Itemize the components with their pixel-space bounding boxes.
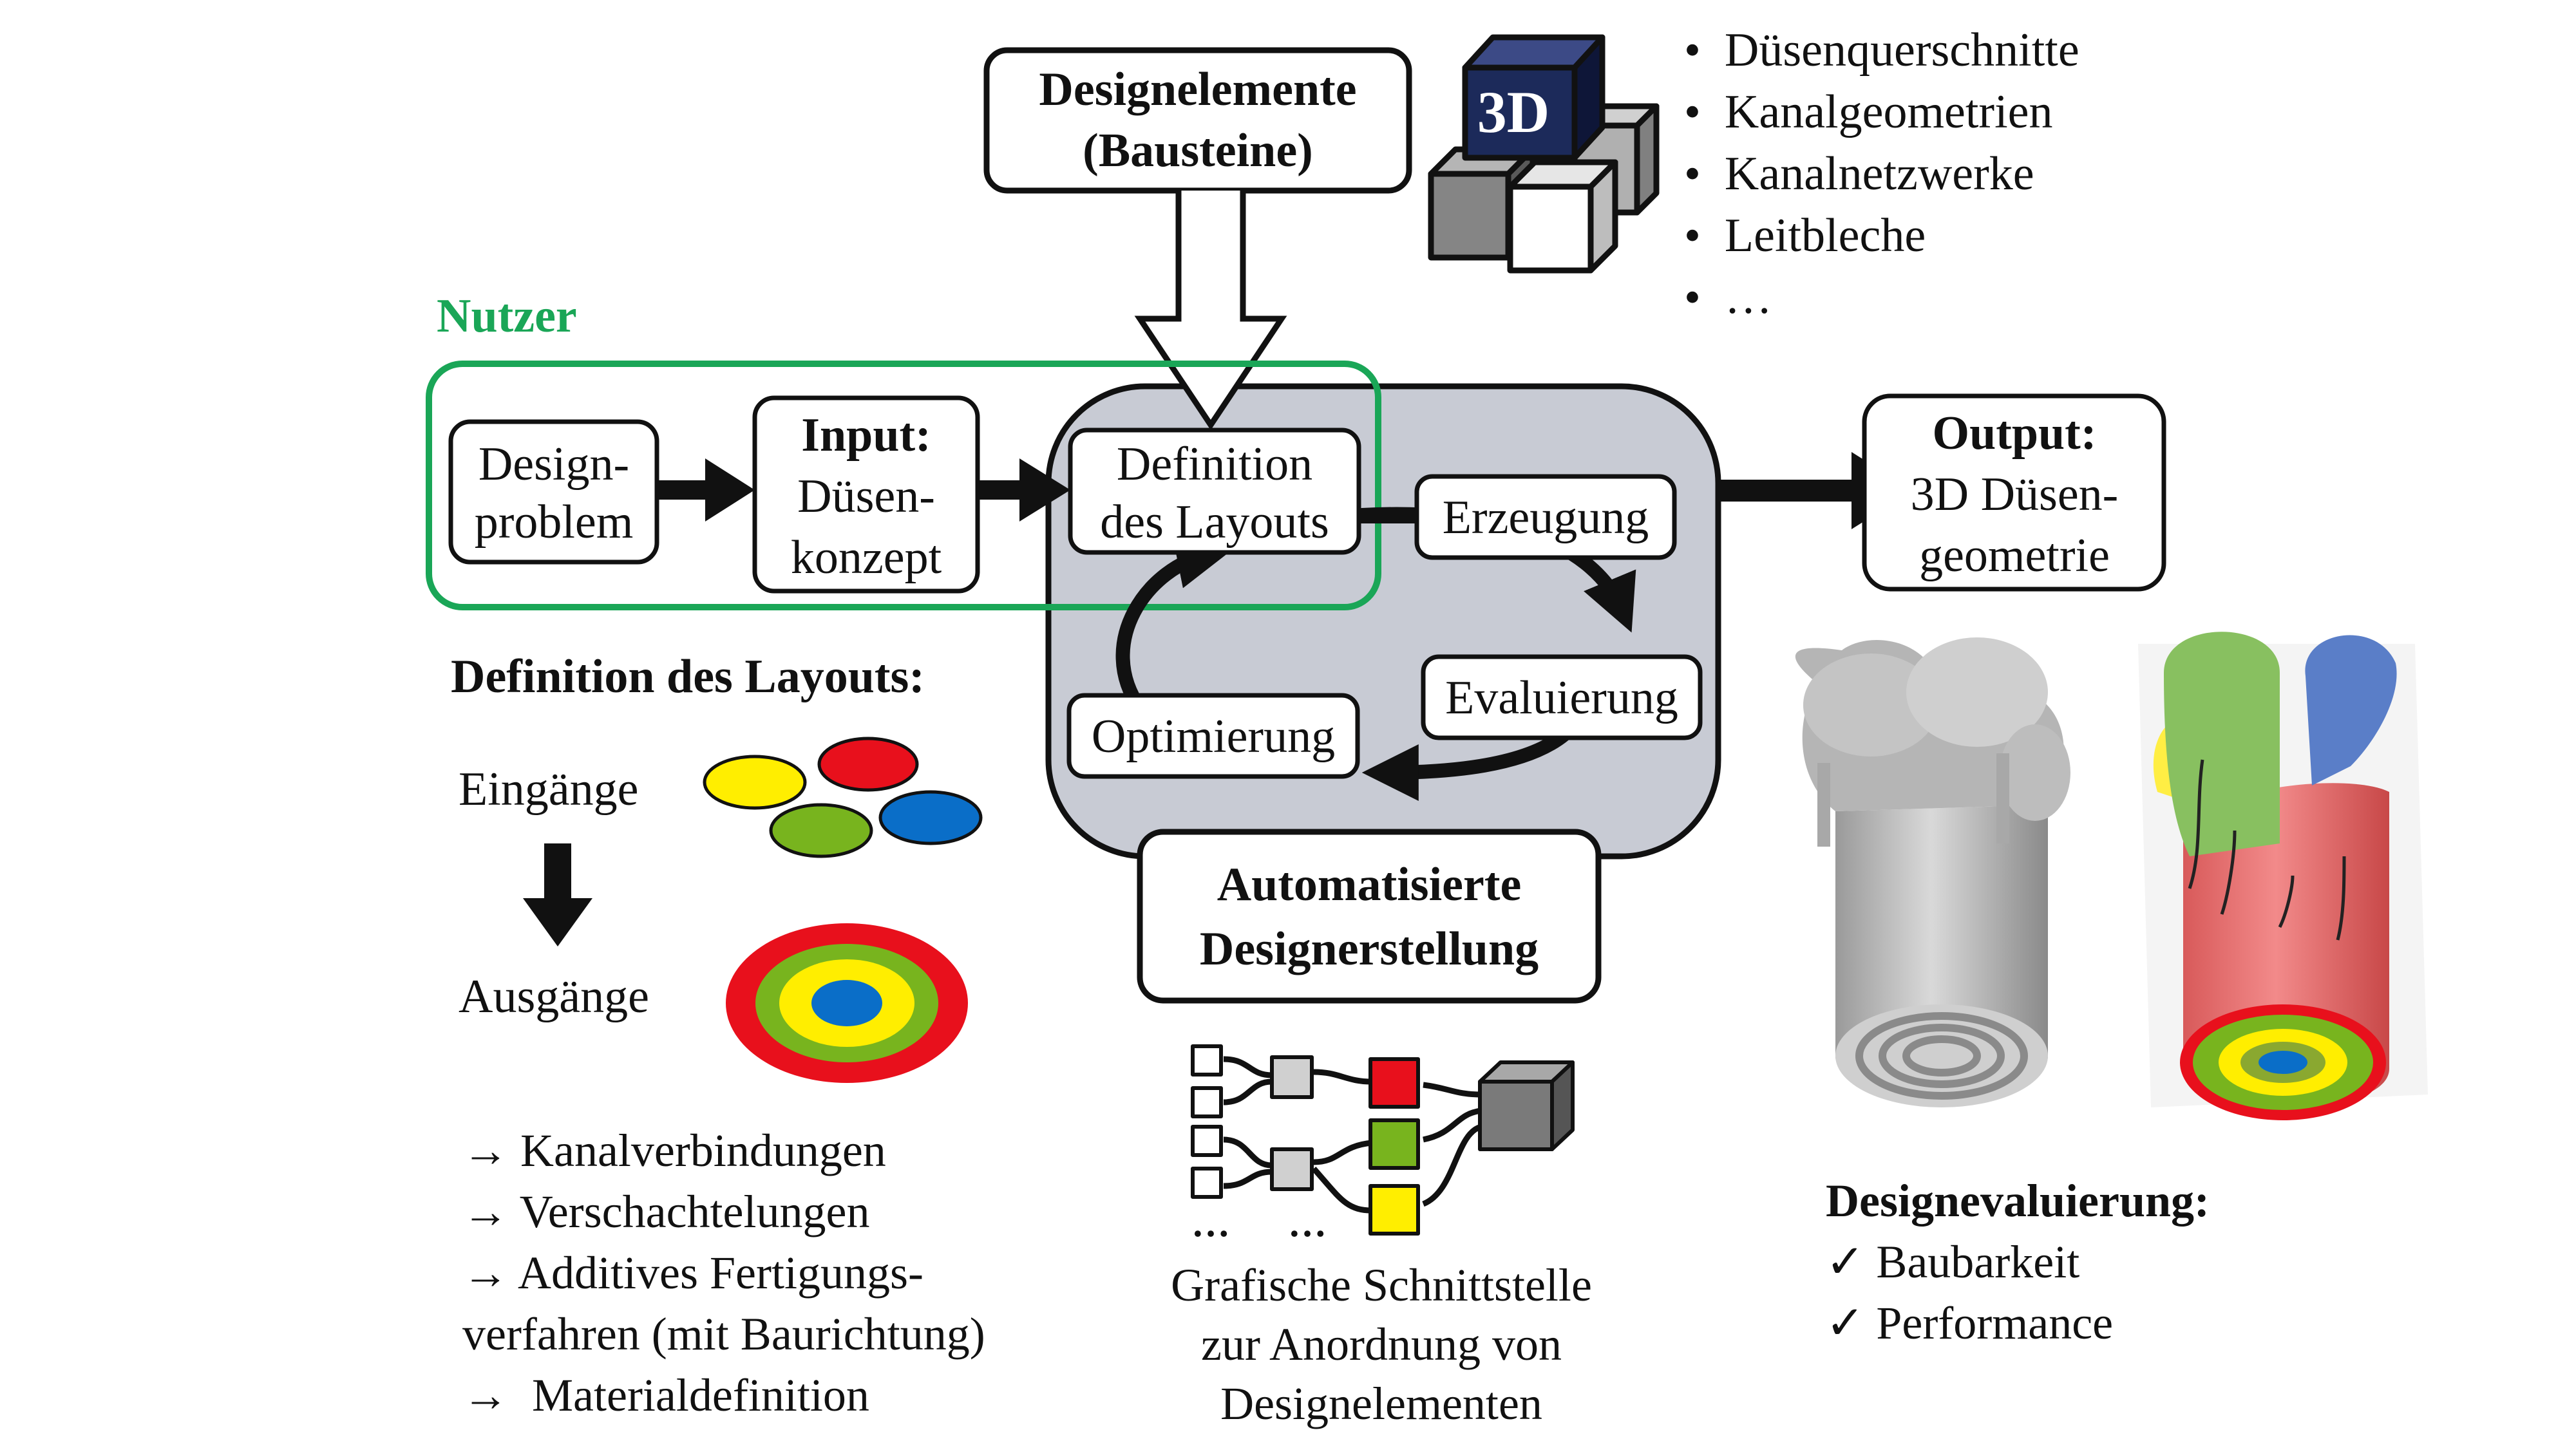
gui-network-icon xyxy=(1191,1044,1575,1236)
arrow-input-definition-head xyxy=(1019,458,1070,522)
gui-ellipsis-2: … xyxy=(1288,1202,1327,1245)
input-title: Input: xyxy=(801,409,931,462)
gui-ellipsis-1: … xyxy=(1191,1202,1230,1245)
design-elements-title: Designelemente xyxy=(1039,63,1356,116)
outputs-label: Ausgänge xyxy=(459,970,649,1023)
output-line1: 3D Düsen- xyxy=(1911,468,2119,521)
inputs-label: Eingänge xyxy=(459,763,638,816)
list-item: • Düsenquerschnitte xyxy=(1684,24,2079,77)
design-evaluation-title: Designevaluierung: xyxy=(1826,1175,2210,1227)
gui-caption-line2: zur Anordnung von xyxy=(1201,1319,1562,1370)
layout-definition-title: Definition des Layouts: xyxy=(451,650,925,703)
list-item: • Kanalnetzwerke xyxy=(1684,147,2034,200)
layout-features-list: → Kanalverbindungen → Verschachtelungen … xyxy=(462,1120,985,1426)
user-label: Nutzer xyxy=(437,290,577,343)
down-arrow-icon xyxy=(523,843,592,946)
grey-nozzle-render xyxy=(1795,637,2070,1107)
input-line1: Düsen- xyxy=(797,470,935,523)
list-item: • Kanalgeometrien xyxy=(1684,86,2053,138)
design-evaluation: Designevaluierung: ✓ Baubarkeit ✓ Perfor… xyxy=(1826,1171,2210,1354)
definition-layout-box xyxy=(1068,428,1361,555)
output-line2: geometrie xyxy=(1919,529,2110,582)
output-title: Output: xyxy=(1933,407,2097,460)
output-box xyxy=(1862,393,2166,592)
outputs-rings xyxy=(726,923,968,1083)
evaluation-box xyxy=(1421,654,1703,740)
design-problem-line1: Design- xyxy=(478,438,629,491)
list-item: • Leitbleche xyxy=(1684,209,1926,262)
design-problem-line2: problem xyxy=(475,496,634,549)
automated-line2: Designerstellung xyxy=(1200,923,1539,975)
automated-design-box xyxy=(1137,829,1602,1004)
list-item: • … xyxy=(1684,271,1772,324)
check-icon: ✓ xyxy=(1826,1236,1865,1288)
list-item: ✓ Performance xyxy=(1826,1297,2114,1349)
list-item: → Additives Fertigungs- xyxy=(462,1247,923,1299)
arrow-input-definition-shaft xyxy=(978,480,1023,500)
list-item: → Kanalverbindungen xyxy=(462,1125,886,1176)
3d-cube-label: 3D xyxy=(1477,79,1549,145)
generation-box xyxy=(1414,474,1677,560)
gui-caption-line1: Grafische Schnittstelle xyxy=(1171,1259,1592,1311)
list-item: ✓ Baubarkeit xyxy=(1826,1236,2080,1288)
check-icon: ✓ xyxy=(1826,1297,1865,1349)
generation-label: Erzeugung xyxy=(1443,491,1649,544)
arrow-output-shaft xyxy=(1718,480,1860,502)
user-box xyxy=(426,361,1381,610)
evaluation-label: Evaluierung xyxy=(1445,672,1678,724)
design-elements-list: • Düsenquerschnitte • Kanalgeometrien • … xyxy=(1684,19,2079,328)
list-item: → Verschachtelungen xyxy=(462,1186,870,1237)
automated-line1: Automatisierte xyxy=(1217,858,1522,911)
colored-nozzle-render xyxy=(2138,632,2428,1120)
input-line2: konzept xyxy=(791,531,942,584)
arrow-problem-input-head xyxy=(705,458,755,522)
list-item: → Materialdefinition xyxy=(462,1369,869,1421)
inputs-ellipses xyxy=(703,737,983,858)
definition-line2: des Layouts xyxy=(1100,496,1329,549)
list-item: verfahren (mit Baurichtung) xyxy=(462,1308,985,1360)
optimization-label: Optimierung xyxy=(1092,710,1335,763)
3d-cubes-icon xyxy=(1428,34,1660,274)
optimization-box xyxy=(1066,693,1360,779)
gui-caption-line3: Designelementen xyxy=(1220,1378,1542,1429)
design-elements-subtitle: (Bausteine) xyxy=(1083,124,1313,177)
definition-line1: Definition xyxy=(1117,438,1312,491)
arrow-problem-input-shaft xyxy=(657,480,708,500)
